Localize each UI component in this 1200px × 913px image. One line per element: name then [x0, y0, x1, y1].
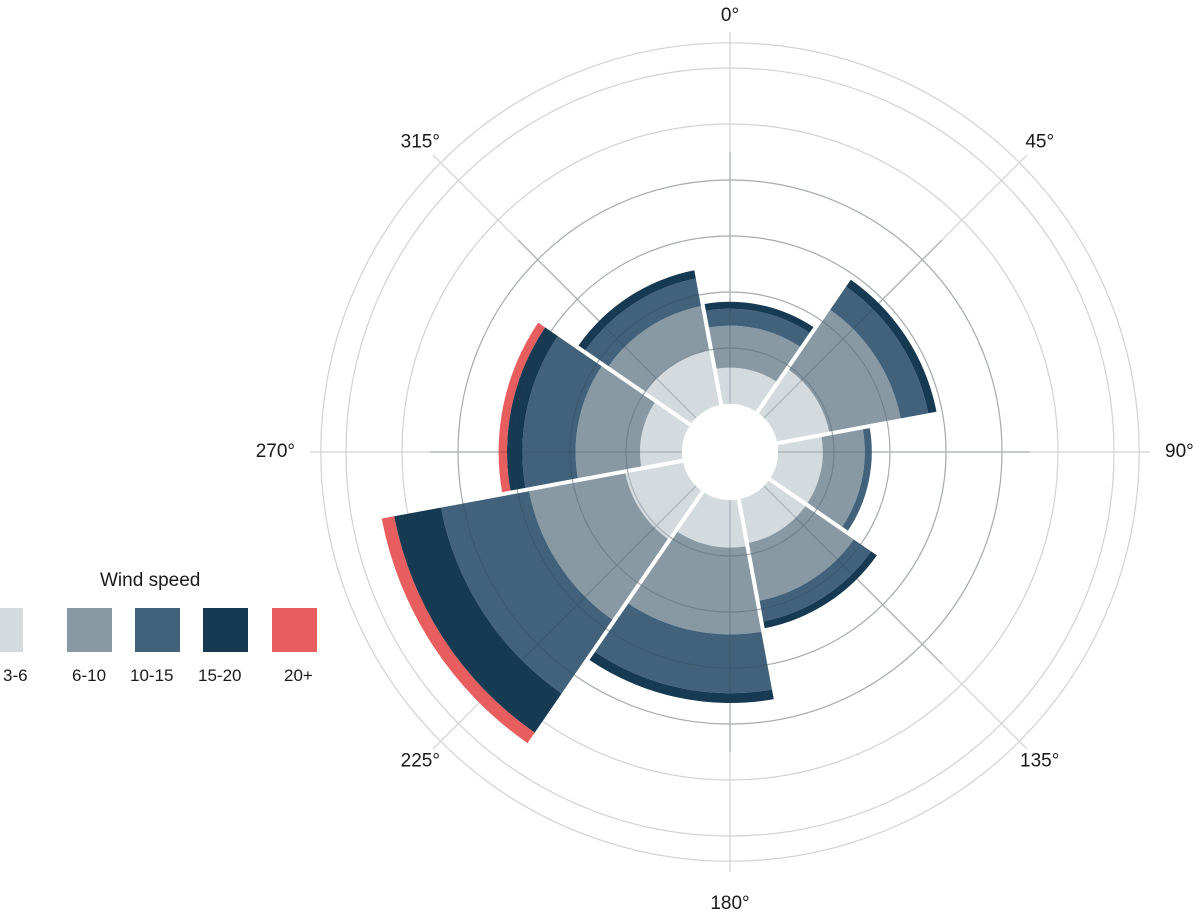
bar-segment-3-6 — [645, 350, 720, 424]
legend-label: 20+ — [284, 666, 313, 685]
wind-rose-sector — [498, 322, 690, 493]
angle-label: 315° — [401, 131, 440, 152]
bar-segment-6-10 — [529, 473, 668, 620]
legend-title: Wind speed — [100, 570, 201, 591]
bar-segment-3-6 — [770, 437, 823, 503]
bar-segment-10-15 — [842, 428, 872, 531]
center-hole-circle — [682, 404, 778, 500]
bar-segment-3-6 — [740, 480, 806, 543]
bar-segment-6-10 — [748, 506, 854, 601]
wind-rose-sector — [578, 270, 720, 424]
legend-item-6-10: 6-10 — [67, 608, 112, 685]
bar-segment-15-20 — [507, 327, 558, 491]
angle-label: 180° — [710, 893, 749, 913]
bar-segment-3-6 — [758, 369, 830, 442]
bar-segment-6-10 — [807, 429, 865, 527]
bar-segment-3-6 — [677, 492, 746, 548]
bar-segment-10-15 — [522, 336, 602, 488]
angle-label: 45° — [1025, 131, 1054, 152]
legend-swatch — [272, 608, 317, 652]
bar-segment-3-6 — [640, 402, 690, 467]
grid-overlay — [430, 152, 1030, 752]
wind-rose-sector — [589, 492, 774, 703]
legend-swatch — [0, 608, 23, 652]
bar-segment-3-6 — [716, 367, 777, 412]
bar-segment-10-15 — [705, 308, 810, 347]
bar-segment-10-15 — [585, 278, 701, 367]
angle-label: 135° — [1020, 751, 1059, 772]
center-hole — [682, 404, 778, 500]
bar-segment-10-15 — [830, 286, 929, 419]
legend-swatch — [67, 608, 112, 652]
bar-segment-6-10 — [608, 306, 710, 392]
bar-segment-3-6 — [625, 462, 702, 539]
legend-swatch — [135, 608, 180, 652]
legend-item-10-15: 10-15 — [130, 608, 180, 685]
legend-item-3-6: 3-6 — [0, 608, 28, 685]
bar-segment-10-15 — [440, 491, 613, 694]
wind-rose-sector — [381, 462, 702, 744]
bar-segment-20+ — [498, 322, 546, 493]
bar-segment-10-15 — [595, 603, 772, 694]
bar-segment-6-10 — [708, 325, 800, 382]
angle-label: 0° — [721, 5, 739, 26]
legend-item-20-plus: 20+ — [272, 608, 317, 685]
wind-rose-sector — [770, 428, 872, 531]
legend-swatch — [203, 608, 248, 652]
wind-rose-sector — [740, 480, 877, 629]
angular-axis-labels: 0° 45° 90° 135° 180° 225° 270° 315° — [256, 5, 1194, 913]
legend-label: 3-6 — [3, 666, 28, 685]
wind-rose-bars — [381, 152, 1030, 752]
bar-segment-15-20 — [763, 551, 877, 629]
angle-label: 270° — [256, 441, 295, 462]
bar-segment-15-20 — [394, 507, 562, 733]
legend-item-15-20: 15-20 — [198, 608, 248, 685]
legend-label: 15-20 — [198, 666, 242, 685]
bar-segment-20+ — [381, 516, 535, 744]
legend-label: 10-15 — [130, 666, 174, 685]
bar-segment-10-15 — [759, 539, 872, 622]
angle-label: 225° — [401, 751, 440, 772]
bar-segment-15-20 — [846, 279, 937, 414]
bar-segment-15-20 — [578, 270, 696, 351]
bar-segment-6-10 — [575, 366, 655, 479]
bar-segment-6-10 — [788, 309, 901, 432]
legend: Wind speed 3-6 6-10 10-15 15-20 20+ — [0, 568, 330, 698]
wind-rose-sector — [704, 301, 814, 412]
bar-segment-15-20 — [589, 651, 774, 703]
wind-rose-sector — [758, 279, 937, 442]
legend-label: 6-10 — [72, 666, 107, 685]
angle-label: 90° — [1165, 441, 1194, 462]
bar-segment-15-20 — [704, 301, 814, 333]
bar-segment-6-10 — [628, 531, 762, 635]
